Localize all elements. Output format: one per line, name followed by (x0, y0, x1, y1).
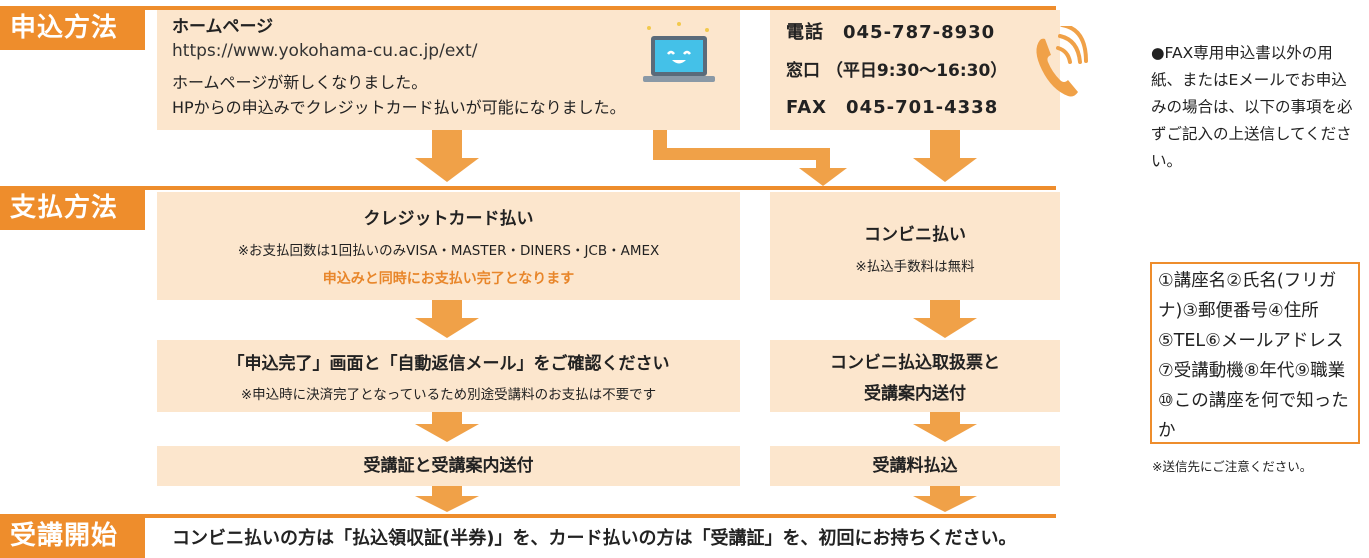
arrow-stem (930, 300, 960, 318)
arrow-down-icon (913, 318, 977, 338)
konbini-slip-line2: 受講案内送付 (864, 384, 966, 404)
arrow-down-icon (415, 158, 479, 182)
homepage-line2: HPからの申込みでクレジットカード払いが可能になりました。 (172, 98, 626, 117)
arrow-stem (432, 130, 462, 158)
pay-section-label: 支払方法 (0, 186, 145, 230)
phone-icon (1030, 23, 1088, 102)
laptop-smile-icon (635, 22, 723, 94)
fee-pay-box: 受講料払込 (770, 446, 1060, 486)
required-items-box: ①講座名②氏名(フリガナ)③郵便番号④住所⑤TEL⑥メールアドレス⑦受講動機⑧年… (1150, 262, 1360, 444)
homepage-line1: ホームページが新しくなりました。 (172, 73, 428, 92)
credit-title: クレジットカード払い (363, 209, 534, 229)
arrow-stem (432, 486, 462, 496)
fax-note: ●FAX専用申込書以外の用紙、またはEメールでお申込みの場合は、以下の事項を必ず… (1151, 44, 1353, 170)
arrow-stem (432, 300, 462, 318)
arrow-stem (653, 148, 828, 160)
contact-tel: 電話 045-787-8930 (786, 22, 996, 43)
apply-section-label: 申込方法 (0, 6, 145, 50)
homepage-box: ホームページ https://www.yokohama-cu.ac.jp/ext… (157, 10, 740, 130)
credit-box: クレジットカード払い ※お支払回数は1回払いのみVISA・MASTER・DINE… (157, 192, 740, 300)
konbini-slip-box: コンビニ払込取扱票と 受講案内送付 (770, 340, 1060, 412)
arrow-down-icon (913, 424, 977, 442)
arrow-stem (816, 148, 830, 170)
homepage-url[interactable]: https://www.yokohama-cu.ac.jp/ext/ (172, 41, 478, 61)
arrow-down-icon (415, 496, 479, 512)
caution-note: ※送信先にご注意ください。 (1152, 459, 1313, 474)
credit-highlight: 申込みと同時にお支払い完了となります (322, 271, 575, 287)
start-section-label: 受講開始 (0, 514, 145, 558)
apply-section-bar (0, 6, 1056, 10)
contact-fax: FAX 045-701-4338 (786, 97, 999, 118)
arrow-down-icon (799, 168, 847, 186)
arrow-stem (930, 130, 960, 158)
arrow-stem (930, 412, 960, 424)
konbini-title: コンビニ払い (864, 225, 966, 245)
contact-window: 窓口 （平日9:30〜16:30） (786, 61, 1008, 81)
confirm-note: ※申込時に決済完了となっているため別途受講料のお支払は不要です (240, 387, 657, 403)
arrow-down-icon (415, 318, 479, 338)
konbini-note: ※払込手数料は無料 (855, 259, 975, 275)
arrow-down-icon (913, 158, 977, 182)
homepage-title: ホームページ (172, 17, 274, 37)
arrow-stem (930, 486, 960, 496)
confirm-box: 「申込完了」画面と「自動返信メール」をご確認ください ※申込時に決済完了となって… (157, 340, 740, 412)
konbini-slip-line1: コンビニ払込取扱票と (830, 353, 1000, 373)
start-section-bar (0, 514, 1056, 518)
confirm-title: 「申込完了」画面と「自動返信メール」をご確認ください (227, 354, 670, 374)
cert-send-box: 受講証と受講案内送付 (157, 446, 740, 486)
contact-box: 電話 045-787-8930 窓口 （平日9:30〜16:30） FAX 04… (770, 10, 1060, 130)
credit-note: ※お支払回数は1回払いのみVISA・MASTER・DINERS・JCB・AMEX (237, 243, 660, 259)
arrow-down-icon (415, 424, 479, 442)
start-text: コンビニ払いの方は「払込領収証(半券)」を、カード払いの方は「受講証」を、初回に… (172, 528, 1017, 549)
arrow-down-icon (913, 496, 977, 512)
konbini-box: コンビニ払い ※払込手数料は無料 (770, 192, 1060, 300)
pay-section-bar (0, 186, 1056, 190)
arrow-stem (432, 412, 462, 424)
